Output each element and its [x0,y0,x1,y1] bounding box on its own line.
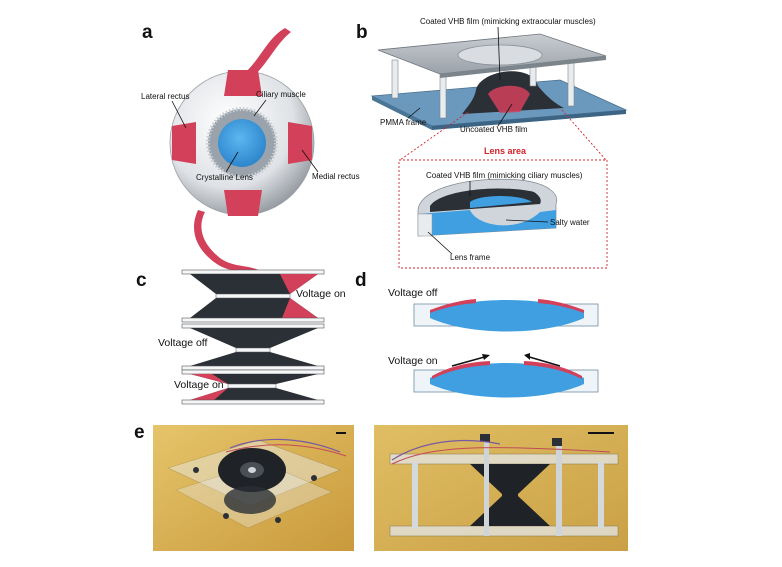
ciliary-texture [206,107,278,179]
c-stack-1 [181,269,325,323]
label-c-voltage-on-2: Voltage on [174,379,224,391]
oblique-muscle-ribbon [246,28,291,76]
label-pmma-frame: PMMA frame [380,118,427,127]
label-coated-vhb-ciliary: Coated VHB film (mimicking ciliary muscl… [426,171,583,180]
pointer-uncoated-vhb [497,103,513,127]
medial-rectus [288,122,312,164]
label-d-voltage-off: Voltage off [388,287,438,299]
label-uncoated-vhb: Uncoated VHB film [460,125,528,134]
d-lens-off [413,299,599,332]
inferior-rectus [224,190,262,216]
pointer-lens-frame [427,231,453,255]
bottom-plate-edge-left [372,96,432,130]
photo-left [153,425,354,551]
lens-area-box [398,159,608,269]
d-lens-on [413,361,599,398]
pointer-medial-rectus [301,149,319,173]
label-crystalline-lens: Crystalline Lens [196,173,253,182]
panel-b: b Coated VHB film (mimicking extraocular… [356,17,628,269]
pointer-salty-water [505,219,549,223]
arrow-left [525,355,561,367]
label-d-voltage-on: Voltage on [388,355,438,367]
crystalline-lens [218,119,266,167]
c-stack-3 [181,369,325,405]
arrow-right [451,355,489,367]
panel-letter-a: a [142,22,153,43]
bottom-plate-edge [432,110,626,130]
top-plate-opening [457,44,543,66]
pillar-1 [391,59,399,99]
photo-right [374,425,628,551]
panel-c: c Voltage on Voltage off Vol [136,269,346,405]
label-c-voltage-on-1: Voltage on [296,288,346,300]
label-c-voltage-off: Voltage off [158,337,208,349]
pointer-coated-vhb-top [497,26,501,81]
panel-letter-b: b [356,22,368,43]
label-medial-rectus: Medial rectus [312,172,360,181]
panel-a: a Lateral rectus Ciliary muscle Crystall… [141,22,360,282]
panel-letter-e: e [134,422,145,443]
pointer-lateral-rectus [171,100,187,129]
label-ciliary-muscle: Ciliary muscle [256,90,306,99]
scale-bar-right [588,432,614,434]
cone-film-coating [488,85,530,113]
pointer-pmma-frame [407,107,421,119]
panel-letter-d: d [355,270,367,291]
scale-bar-left [336,432,346,434]
label-lens-area: Lens area [484,146,527,156]
pointer-crystalline-lens [225,151,239,173]
panel-d: d Voltage off Voltage on [355,270,599,398]
pointer-ciliary-muscle [253,99,267,117]
label-lens-frame: Lens frame [450,253,491,262]
label-lateral-rectus: Lateral rectus [141,92,189,101]
label-coated-vhb-top: Coated VHB film (mimicking extraocular m… [420,17,596,26]
lens-cutaway [417,178,558,237]
arrow-left-head [524,353,530,360]
panel-e: e [134,422,628,551]
lateral-rectus [172,122,196,164]
top-plate-edge [440,56,606,78]
label-salty-water: Salty water [550,218,590,227]
arrow-right-head [482,354,490,360]
zoom-lines [399,109,607,161]
panel-letter-c: c [136,270,147,291]
superior-rectus [224,70,262,96]
c-stack-2 [181,323,325,371]
